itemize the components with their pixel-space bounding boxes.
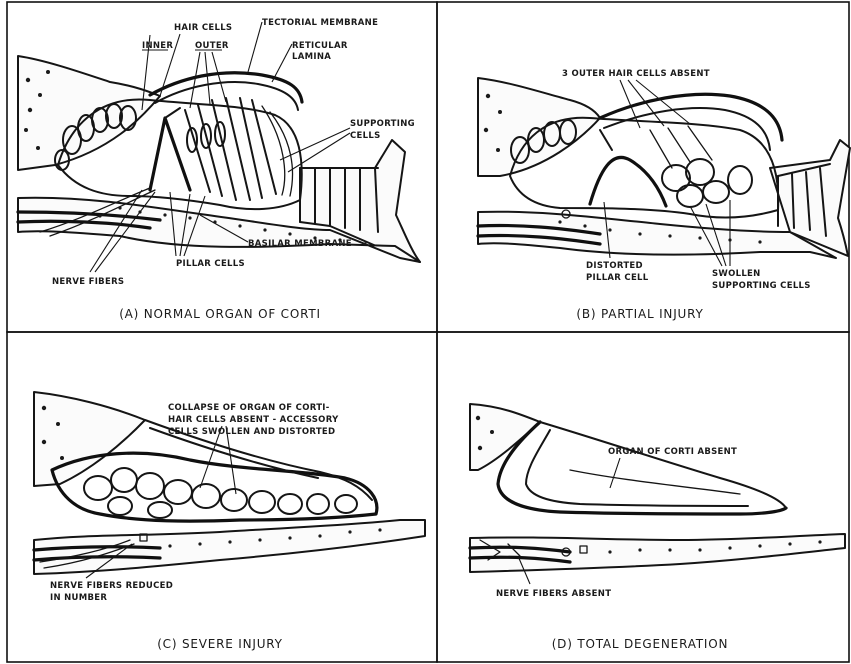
panel-b-drawing <box>478 78 850 258</box>
label-nerve-absent: NERVE FIBERS ABSENT <box>496 589 611 599</box>
label-swollen: SWOLLEN <box>712 269 761 279</box>
label-outer-hair-cells-absent: 3 OUTER HAIR CELLS ABSENT <box>562 69 710 79</box>
caption-panel-b: (B) PARTIAL INJURY <box>576 307 703 321</box>
label-distorted: DISTORTED <box>586 261 643 271</box>
caption-panel-c: (C) SEVERE INJURY <box>157 637 283 651</box>
label-lamina: LAMINA <box>292 52 331 62</box>
panel-d-drawing <box>470 404 845 572</box>
label-nerve-reduced-line1: NERVE FIBERS REDUCED <box>50 581 173 591</box>
caption-panel-a: (A) NORMAL ORGAN OF CORTI <box>119 307 321 321</box>
label-reticular: RETICULAR <box>292 41 348 51</box>
panel-a-drawing <box>18 56 420 262</box>
label-nerve-reduced-line2: IN NUMBER <box>50 593 107 603</box>
label-nerve-fibers: NERVE FIBERS <box>52 277 124 287</box>
panel-b-partial-injury: 3 OUTER HAIR CELLS ABSENT DISTORTED PILL… <box>437 2 850 332</box>
label-organ-absent: ORGAN OF CORTI ABSENT <box>608 447 737 457</box>
label-pillar-cells: PILLAR CELLS <box>176 259 245 269</box>
panel-c-severe-injury: COLLAPSE OF ORGAN OF CORTI- HAIR CELLS A… <box>7 332 437 662</box>
label-supporting-cells: SUPPORTING CELLS <box>712 281 811 291</box>
label-hair-cells: HAIR CELLS <box>174 23 232 33</box>
panel-d-total-degeneration: ORGAN OF CORTI ABSENT NERVE FIBERS ABSEN… <box>437 332 849 662</box>
label-collapse-line3: CELLS SWOLLEN AND DISTORTED <box>168 427 335 437</box>
label-pillar-cell: PILLAR CELL <box>586 273 649 283</box>
panel-a-normal: HAIR CELLS INNER OUTER TECTORIAL MEMBRAN… <box>7 2 437 332</box>
label-collapse-line2: HAIR CELLS ABSENT - ACCESSORY <box>168 415 339 425</box>
label-supporting: SUPPORTING <box>350 119 415 129</box>
label-tectorial-membrane: TECTORIAL MEMBRANE <box>262 18 378 28</box>
label-collapse-line1: COLLAPSE OF ORGAN OF CORTI- <box>168 403 330 413</box>
label-basilar-membrane: BASILAR MEMBRANE <box>248 239 352 249</box>
panel-d-border <box>437 332 849 662</box>
caption-panel-d: (D) TOTAL DEGENERATION <box>552 637 729 651</box>
label-cells: CELLS <box>350 131 381 141</box>
